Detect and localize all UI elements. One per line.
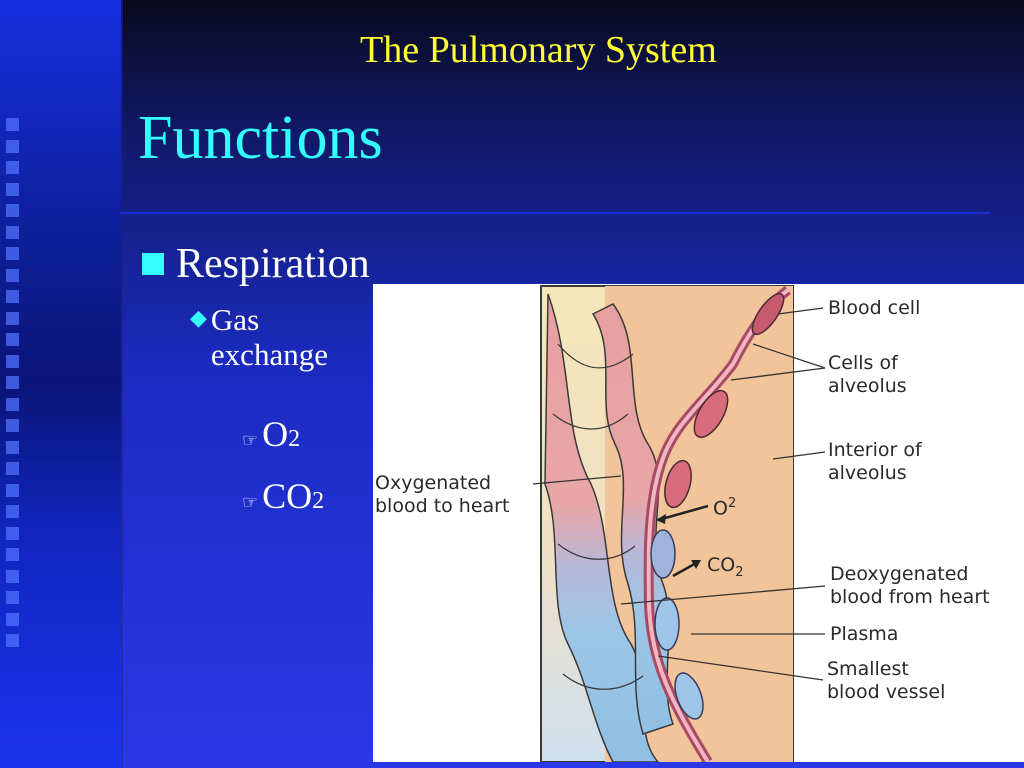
- diamond-bullet-icon: ◆: [190, 306, 207, 331]
- decorative-square: [6, 483, 19, 497]
- label-cells-of-alveolus-line-2: alveolus: [828, 375, 907, 397]
- leader-lines: [532, 307, 826, 681]
- blood-cells: [650, 292, 785, 720]
- gas-arrows: [656, 504, 709, 578]
- decorative-square: [6, 419, 19, 432]
- decorative-square: [6, 591, 19, 604]
- decorative-square: [6, 376, 19, 389]
- decorative-square: [6, 612, 19, 626]
- label-smallest-blood-vessel-line-2: blood vessel: [827, 681, 946, 703]
- label-o2-superscript: 2: [727, 496, 737, 511]
- pointing-hand-icon: ☞: [242, 492, 259, 513]
- label-co2-subscript: 2: [735, 564, 744, 580]
- label-co2: CO2: [707, 554, 744, 584]
- sub-bullet-co2-base: CO: [262, 476, 313, 516]
- bullet-gas-exchange: ◆ Gas exchange: [190, 302, 381, 372]
- decorative-square: [6, 440, 19, 454]
- label-blood-cell: Blood cell: [828, 297, 921, 319]
- slide-title: Functions: [138, 104, 383, 172]
- label-oxygenated-blood-line-1: Oxygenated: [375, 472, 492, 494]
- label-cells-of-alveolus: Cells of alveolus: [828, 352, 907, 398]
- decorative-square: [6, 354, 19, 368]
- label-oxygenated-blood: Oxygenated blood to heart: [375, 472, 509, 518]
- bullet-gas-exchange-text: Gas exchange: [211, 302, 381, 372]
- label-deoxygenated-blood-line-1: Deoxygenated: [830, 563, 969, 585]
- decorative-square: [6, 333, 19, 346]
- decorative-square: [6, 462, 19, 475]
- bullet-respiration-text: Respiration: [176, 241, 370, 287]
- slide-header: The Pulmonary System: [360, 29, 717, 71]
- label-o2-base: O: [713, 497, 728, 520]
- bullet-gas-exchange-line-2: exchange: [210, 337, 328, 372]
- bullet-respiration: Respiration: [142, 240, 370, 288]
- decorative-square: [6, 247, 19, 260]
- decorative-square: [6, 290, 19, 303]
- label-plasma: Plasma: [830, 623, 899, 645]
- decorative-square: [6, 118, 19, 131]
- label-interior-of-alveolus-line-2: alveolus: [828, 462, 907, 484]
- left-decorative-strip: [0, 0, 122, 768]
- square-bullet-icon: [142, 253, 164, 275]
- sub-bullet-o2-base: O: [262, 414, 289, 454]
- pointing-hand-icon: ☞: [242, 430, 259, 451]
- label-deoxygenated-blood: Deoxygenated blood from heart: [830, 563, 990, 609]
- bullet-gas-exchange-line-1: Gas: [210, 302, 260, 337]
- decorative-square: [6, 634, 19, 647]
- decorative-square: [6, 182, 19, 196]
- decorative-square: [6, 161, 19, 174]
- decorative-square: [6, 139, 19, 153]
- label-interior-of-alveolus-line-1: Interior of: [828, 439, 922, 461]
- label-cells-of-alveolus-line-1: Cells of: [828, 352, 898, 374]
- vertical-divider-line: [121, 0, 123, 768]
- decorative-square: [6, 526, 19, 540]
- decorative-square: [6, 311, 19, 325]
- alveolus-diagram: Blood cell Cells of alveolus Interior of…: [373, 284, 1024, 762]
- label-deoxygenated-blood-line-2: blood from heart: [830, 586, 990, 608]
- label-oxygenated-blood-line-2: blood to heart: [375, 495, 510, 517]
- decorative-square-column: [6, 118, 28, 656]
- decorative-square: [6, 204, 19, 217]
- label-o2: O2: [713, 492, 736, 520]
- label-smallest-blood-vessel: Smallest blood vessel: [827, 658, 945, 704]
- alveolus-illustration: [532, 285, 826, 762]
- decorative-square: [6, 268, 19, 282]
- decorative-square: [6, 397, 19, 411]
- decorative-square: [6, 225, 19, 239]
- alveolus-wall: [643, 285, 792, 762]
- label-co2-base: CO: [707, 554, 736, 576]
- title-underline-rule: [120, 212, 990, 214]
- label-smallest-blood-vessel-line-1: Smallest: [827, 658, 909, 680]
- decorative-square: [6, 569, 19, 583]
- decorative-square: [6, 505, 19, 518]
- label-interior-of-alveolus: Interior of alveolus: [828, 439, 922, 485]
- decorative-square: [6, 548, 19, 561]
